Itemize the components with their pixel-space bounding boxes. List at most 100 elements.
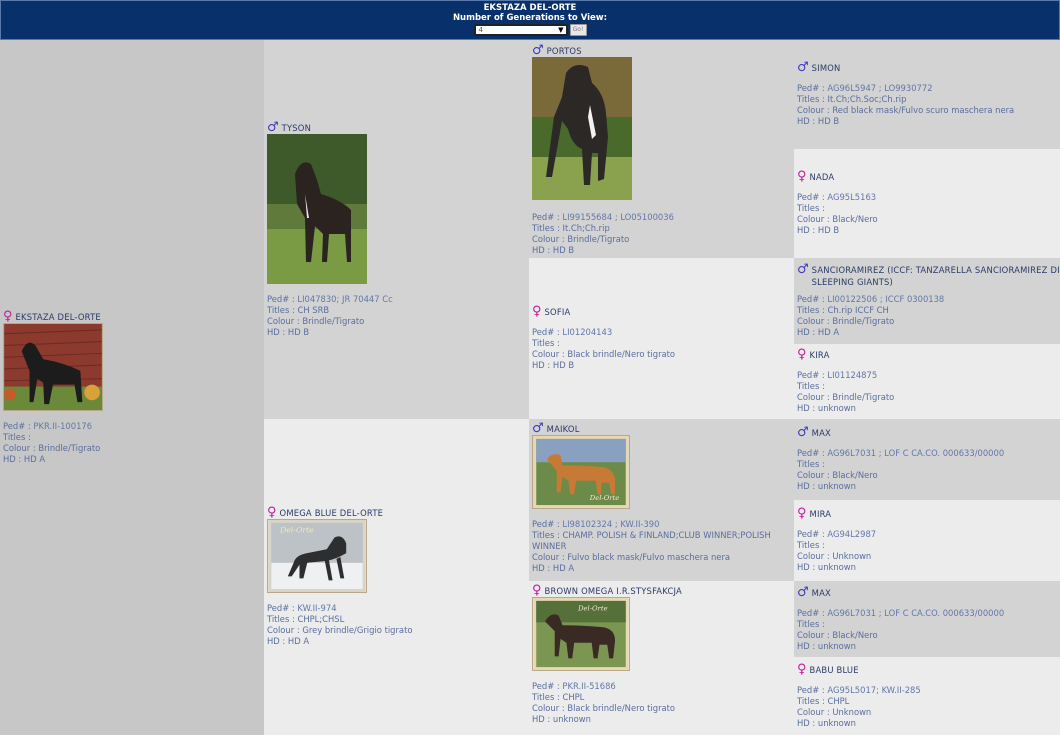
- hd-value: unknown: [817, 640, 856, 651]
- dog-card-gen4-max-2: ♂MAX Ped# : AG96L7031 ; LOF C CA.CO. 000…: [794, 581, 1060, 657]
- titles-label: Titles :: [532, 692, 560, 702]
- dog-name-link[interactable]: OMEGA BLUE DEL-ORTE: [279, 508, 384, 518]
- dog-name-link[interactable]: MAX: [811, 587, 831, 598]
- titles-label: Titles :: [532, 530, 560, 540]
- female-icon: ♀: [267, 505, 277, 520]
- dog-name-link[interactable]: BROWN OMEGA I.R.STYSFAKCJA: [544, 586, 682, 596]
- ped-label: Ped# :: [267, 603, 295, 613]
- dog-photo[interactable]: Del-Orte: [532, 435, 630, 509]
- dog-card-gen2-sire: ♂ TYSON Ped# : LI047830; JR 70447 Cc Tit…: [264, 40, 529, 419]
- titles-label: Titles :: [797, 305, 825, 315]
- ped-value: LI00122506 ; ICCF 0300138: [827, 294, 945, 304]
- ped-value: LI047830; JR 70447 Cc: [297, 293, 393, 304]
- hd-value: HD B: [552, 245, 575, 255]
- dog-photo[interactable]: Del-Orte: [532, 597, 630, 671]
- dog-card-gen4-kira: ♀KIRA Ped# : LI01124875 Titles : Colour …: [794, 344, 1060, 419]
- generations-select[interactable]: 4 ▼: [473, 24, 568, 36]
- colour-label: Colour :: [532, 703, 565, 713]
- colour-value: Red black mask/Fulvo scuro maschera nera: [832, 105, 1015, 115]
- colour-value: Unknown: [832, 706, 872, 717]
- colour-value: Black/Nero: [832, 214, 878, 224]
- ped-label: Ped# :: [267, 293, 295, 304]
- colour-label: Colour :: [797, 392, 830, 402]
- hd-value: HD B: [552, 360, 575, 370]
- dog-name-link[interactable]: BABU BLUE: [809, 664, 859, 675]
- titles-label: Titles :: [797, 94, 825, 104]
- generations-label: Number of Generations to View:: [452, 13, 608, 23]
- colour-value: Black brindle/Nero tigrato: [567, 703, 676, 713]
- titles-label: Titles :: [797, 618, 825, 629]
- hd-label: HD :: [3, 453, 22, 464]
- titles-value: Ch.rip ICCF CH: [827, 305, 889, 315]
- ped-label: Ped# :: [797, 607, 825, 618]
- colour-label: Colour :: [797, 706, 830, 717]
- colour-value: Fulvo black mask/Fulvo maschera nera: [567, 552, 731, 562]
- colour-value: Black/Nero: [832, 629, 878, 640]
- dog-photo[interactable]: [3, 322, 103, 411]
- dog-name-link[interactable]: SANCIORAMIREZ (ICCF: TANZARELLA SANCIORA…: [811, 265, 1060, 287]
- dog-name-link[interactable]: TYSON: [281, 122, 312, 133]
- go-button[interactable]: Go!: [569, 24, 587, 36]
- ped-value: LI01124875: [827, 370, 878, 380]
- colour-label: Colour :: [797, 629, 830, 640]
- dog-name-link[interactable]: EKSTAZA DEL-ORTE: [15, 311, 101, 322]
- dog-name-link[interactable]: KIRA: [809, 350, 830, 360]
- hd-label: HD :: [797, 116, 816, 126]
- female-icon: ♀: [797, 661, 807, 677]
- photo-watermark: Del-Orte: [577, 605, 608, 613]
- titles-value: CH SRB: [297, 304, 330, 315]
- ped-label: Ped# :: [797, 684, 825, 695]
- dog-photo[interactable]: Del-Orte: [267, 519, 367, 593]
- colour-label: Colour :: [797, 316, 830, 326]
- hd-value: unknown: [817, 481, 856, 491]
- ped-value: AG96L7031 ; LOF C CA.CO. 000633/00000: [827, 607, 1005, 618]
- titles-value: It.Ch;Ch.Soc;Ch.rip: [827, 94, 907, 104]
- female-icon: ♀: [532, 304, 542, 319]
- titles-value: It.Ch;Ch.rip: [562, 223, 610, 233]
- dog-card-gen4-sancioramirez: ♂SANCIORAMIREZ (ICCF: TANZARELLA SANCIOR…: [794, 258, 1060, 344]
- dog-name-link[interactable]: MAIKOL: [546, 424, 580, 434]
- dog-name-link[interactable]: PORTOS: [546, 46, 582, 56]
- ped-label: Ped# :: [532, 681, 560, 691]
- photo-watermark: Del-Orte: [589, 494, 620, 502]
- photo-watermark: Del-Orte: [279, 526, 314, 535]
- hd-value: unknown: [817, 562, 856, 572]
- colour-value: Black brindle/Nero tigrato: [567, 349, 676, 359]
- ped-value: LI98102324 ; KW.II-390: [562, 519, 660, 529]
- titles-label: Titles :: [3, 431, 31, 442]
- ped-label: Ped# :: [797, 294, 825, 304]
- hd-value: HD A: [287, 636, 310, 646]
- ped-value: AG96L5947 ; LO9930772: [827, 83, 933, 93]
- ped-value: PKR.II-100176: [33, 420, 93, 431]
- male-icon: ♂: [532, 43, 544, 58]
- hd-label: HD :: [797, 481, 816, 491]
- dog-photo[interactable]: [267, 133, 367, 284]
- hd-label: HD :: [797, 640, 816, 651]
- ped-label: Ped# :: [797, 192, 825, 202]
- titles-value: CHAMP. POLISH & FINLAND;CLUB WINNER;POLI…: [532, 530, 771, 551]
- dog-card-gen2-dam: ♀ OMEGA BLUE DEL-ORTE Del-Orte Ped# : KW…: [264, 419, 529, 735]
- male-icon: ♂: [797, 60, 809, 75]
- dog-card-gen4-babu-blue: ♀BABU BLUE Ped# : AG95L5017; KW.II-285 T…: [794, 657, 1060, 735]
- colour-label: Colour :: [532, 234, 565, 244]
- dog-name-link[interactable]: NADA: [809, 172, 835, 182]
- hd-label: HD :: [532, 563, 551, 573]
- colour-label: Colour :: [797, 551, 830, 561]
- dog-name-link[interactable]: MAX: [811, 428, 831, 438]
- colour-label: Colour :: [797, 105, 830, 115]
- hd-label: HD :: [267, 326, 286, 337]
- ped-label: Ped# :: [797, 370, 825, 380]
- dog-name-link[interactable]: SOFIA: [544, 307, 571, 317]
- hd-label: HD :: [532, 714, 551, 724]
- hd-label: HD :: [532, 245, 551, 255]
- hd-value: HD A: [552, 563, 575, 573]
- colour-label: Colour :: [532, 349, 565, 359]
- dog-name-link[interactable]: MIRA: [809, 509, 832, 519]
- dog-photo[interactable]: [532, 57, 632, 200]
- colour-value: Brindle/Tigrato: [302, 315, 365, 326]
- titles-label: Titles :: [797, 459, 825, 469]
- male-icon: ♂: [797, 584, 809, 600]
- titles-label: Titles :: [532, 223, 560, 233]
- dog-name-link[interactable]: SIMON: [811, 63, 841, 73]
- titles-value: CHPL: [562, 692, 585, 702]
